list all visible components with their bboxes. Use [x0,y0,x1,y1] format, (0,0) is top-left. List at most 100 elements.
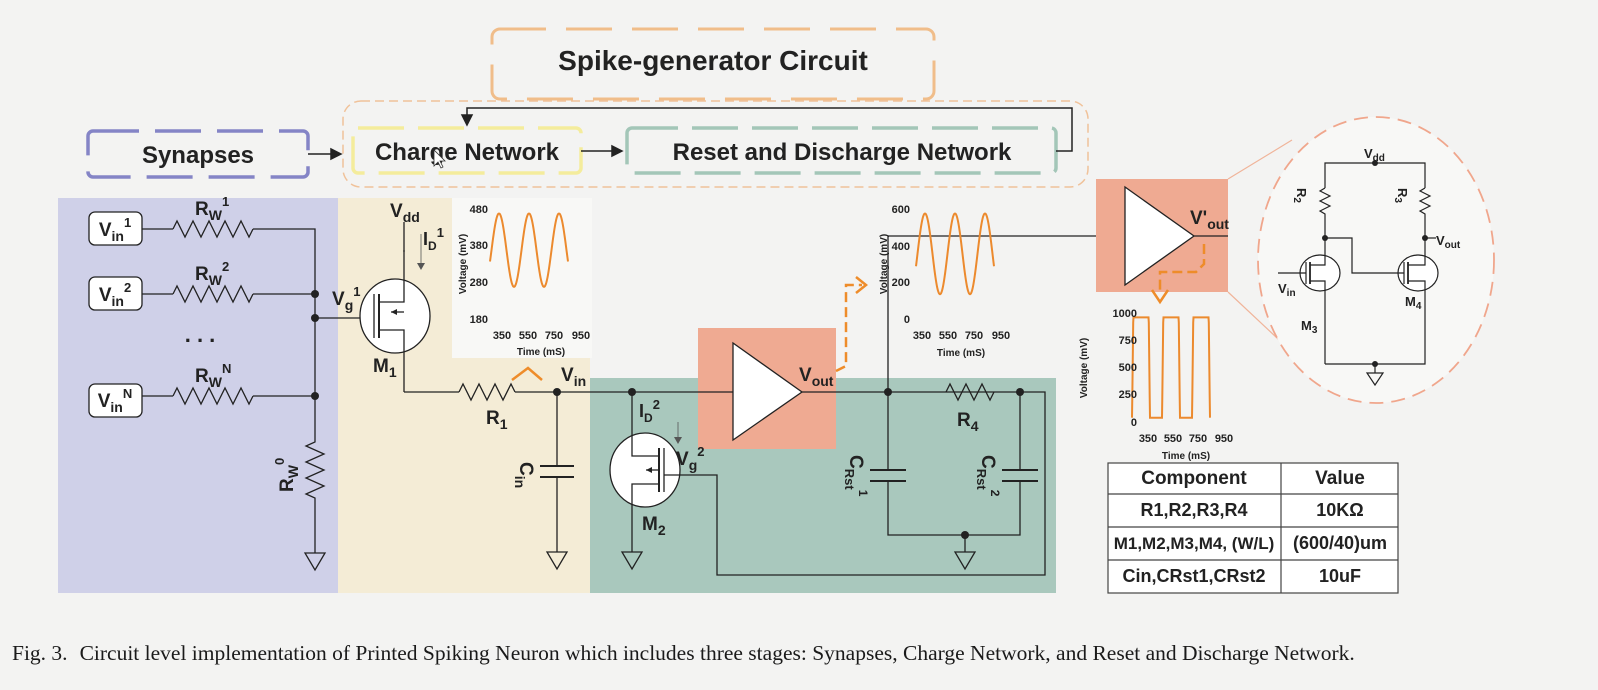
node-dot [1322,235,1328,241]
m2-label: M2 [642,514,666,538]
chart-1-ylabel: Voltage (mV) [458,234,469,294]
chart-2-ytick: 600 [892,204,910,216]
node-dot [311,314,319,322]
node-dot [311,290,319,298]
node-dot [884,388,892,396]
crst1-label: CRst1 [842,455,870,497]
caption-label: Fig. 3. [12,641,68,665]
r3-label: R3 [1392,188,1410,203]
charge-circuit [359,222,632,571]
chart-2-xtick: 550 [939,330,957,342]
chart-2-xtick: 950 [992,330,1010,342]
block-arrows [308,107,1073,161]
id1-label: ID1 [423,225,444,253]
chart-1: 480 380 280 180 350 550 750 950 Time (mS… [458,204,590,358]
chart-1-ytick: 180 [470,314,488,326]
node-dot [961,531,969,539]
synapse-circuit [88,211,374,572]
arrow-head [1150,289,1170,305]
chart-1-xtick: 350 [493,330,511,342]
vout-label: Vout [799,365,834,389]
chart-1-xlabel: Time (mS) [517,347,565,358]
r4-label: R4 [957,410,979,434]
zoom-inset [1257,116,1495,404]
chart-2-ytick: 0 [904,314,910,326]
vin-probe-arrow [511,366,543,381]
chart-2-ylabel: Voltage (mV) [879,234,890,294]
chart-1-xtick: 750 [545,330,563,342]
vin2-label: Vin2 [99,280,131,309]
inset-vdd-label: Vdd [1364,146,1385,164]
table-cell: 10KΩ [1316,500,1363,520]
vg2-label: Vg2 [676,444,704,473]
chart-2-ytick: 200 [892,277,910,289]
crst2-label: CRst2 [974,455,1002,497]
arrow-head [391,309,397,315]
chart-3-xtick: 350 [1139,433,1157,445]
component-table: Component Value R1,R2,R3,R4 10KΩ M1,M2,M… [1107,462,1399,594]
table-cell: R1,R2,R3,R4 [1140,500,1247,520]
table-cell: (600/40)um [1293,533,1387,553]
chart-3: 1000 750 500 250 0 350 550 750 950 Time … [1079,308,1233,462]
vprime-out-label: V'out [1190,208,1229,232]
chart-1-xtick: 550 [519,330,537,342]
rw1-label: RW1 [195,194,229,223]
chart1-bg [452,198,592,358]
vprime-probe-arrow [1158,244,1206,292]
vout-probe-arrow [835,283,862,373]
arrow-head [417,263,425,270]
table-cell: Cin,CRst1,CRst2 [1122,566,1265,586]
comparator-2 [1124,185,1196,287]
chart-2: 600 400 200 0 350 550 750 950 Time (mS) … [879,204,1010,359]
inset-vout-label: Vout [1436,233,1461,251]
caption-text: Circuit level implementation of Printed … [79,641,1355,665]
table-header-component: Component [1141,468,1247,489]
r2-label: R2 [1291,188,1309,203]
spike-generator-title: Spike-generator Circuit [558,45,868,76]
table-header-value: Value [1315,468,1365,489]
vin1-label: Vin1 [99,215,131,244]
node-dot [1372,361,1378,367]
synapses-label: Synapses [142,142,254,169]
rw0-label: RW0 [272,458,301,492]
charge-network-label: Charge Network [375,139,560,166]
rwN-label: RWN [195,361,231,390]
chart-2-ytick: 400 [892,241,910,253]
node-dot [1016,388,1024,396]
chart-2-xtick: 350 [913,330,931,342]
chart-2-xtick: 750 [965,330,983,342]
chart-1-ytick: 480 [470,204,488,216]
vinN-label: VinN [98,386,133,415]
cursor-icon [433,149,446,169]
rw2-label: RW2 [195,259,229,288]
chart-2-xlabel: Time (mS) [937,348,985,359]
chart-1-ytick: 380 [470,240,488,252]
chart-3-xlabel: Time (mS) [1162,451,1210,462]
m4-label: M4 [1405,294,1422,312]
node-dot [311,392,319,400]
arrow-head [855,276,869,294]
cin-label: Cin [512,462,536,488]
m3-label: M3 [1301,318,1318,336]
figure-caption: Fig. 3. Circuit level implementation of P… [12,641,1592,666]
chart-3-xtick: 750 [1189,433,1207,445]
chart-1-ytick: 280 [470,277,488,289]
vg1-label: Vg1 [332,284,360,313]
figure: Spike-generator Circuit Synapses Charge … [58,27,1495,594]
spike-generator-group [342,100,1089,188]
chart-1-line [489,212,569,288]
node-dot [1422,235,1428,241]
inset-vin-label: Vin [1278,281,1296,299]
synapses-box [86,129,310,179]
reset-discharge-label: Reset and Discharge Network [673,139,1012,166]
r1-label: R1 [486,408,508,432]
ellipsis: . . . [185,322,216,347]
chart-3-ytick: 500 [1119,362,1137,374]
id2-label: ID2 [639,397,660,425]
chart-3-ytick: 1000 [1113,308,1137,320]
chart-1-xtick: 950 [572,330,590,342]
chart-3-xtick: 950 [1215,433,1233,445]
reset-circuit [609,235,1125,576]
chart-3-line [1131,316,1211,419]
chart-3-ytick: 0 [1131,417,1137,429]
